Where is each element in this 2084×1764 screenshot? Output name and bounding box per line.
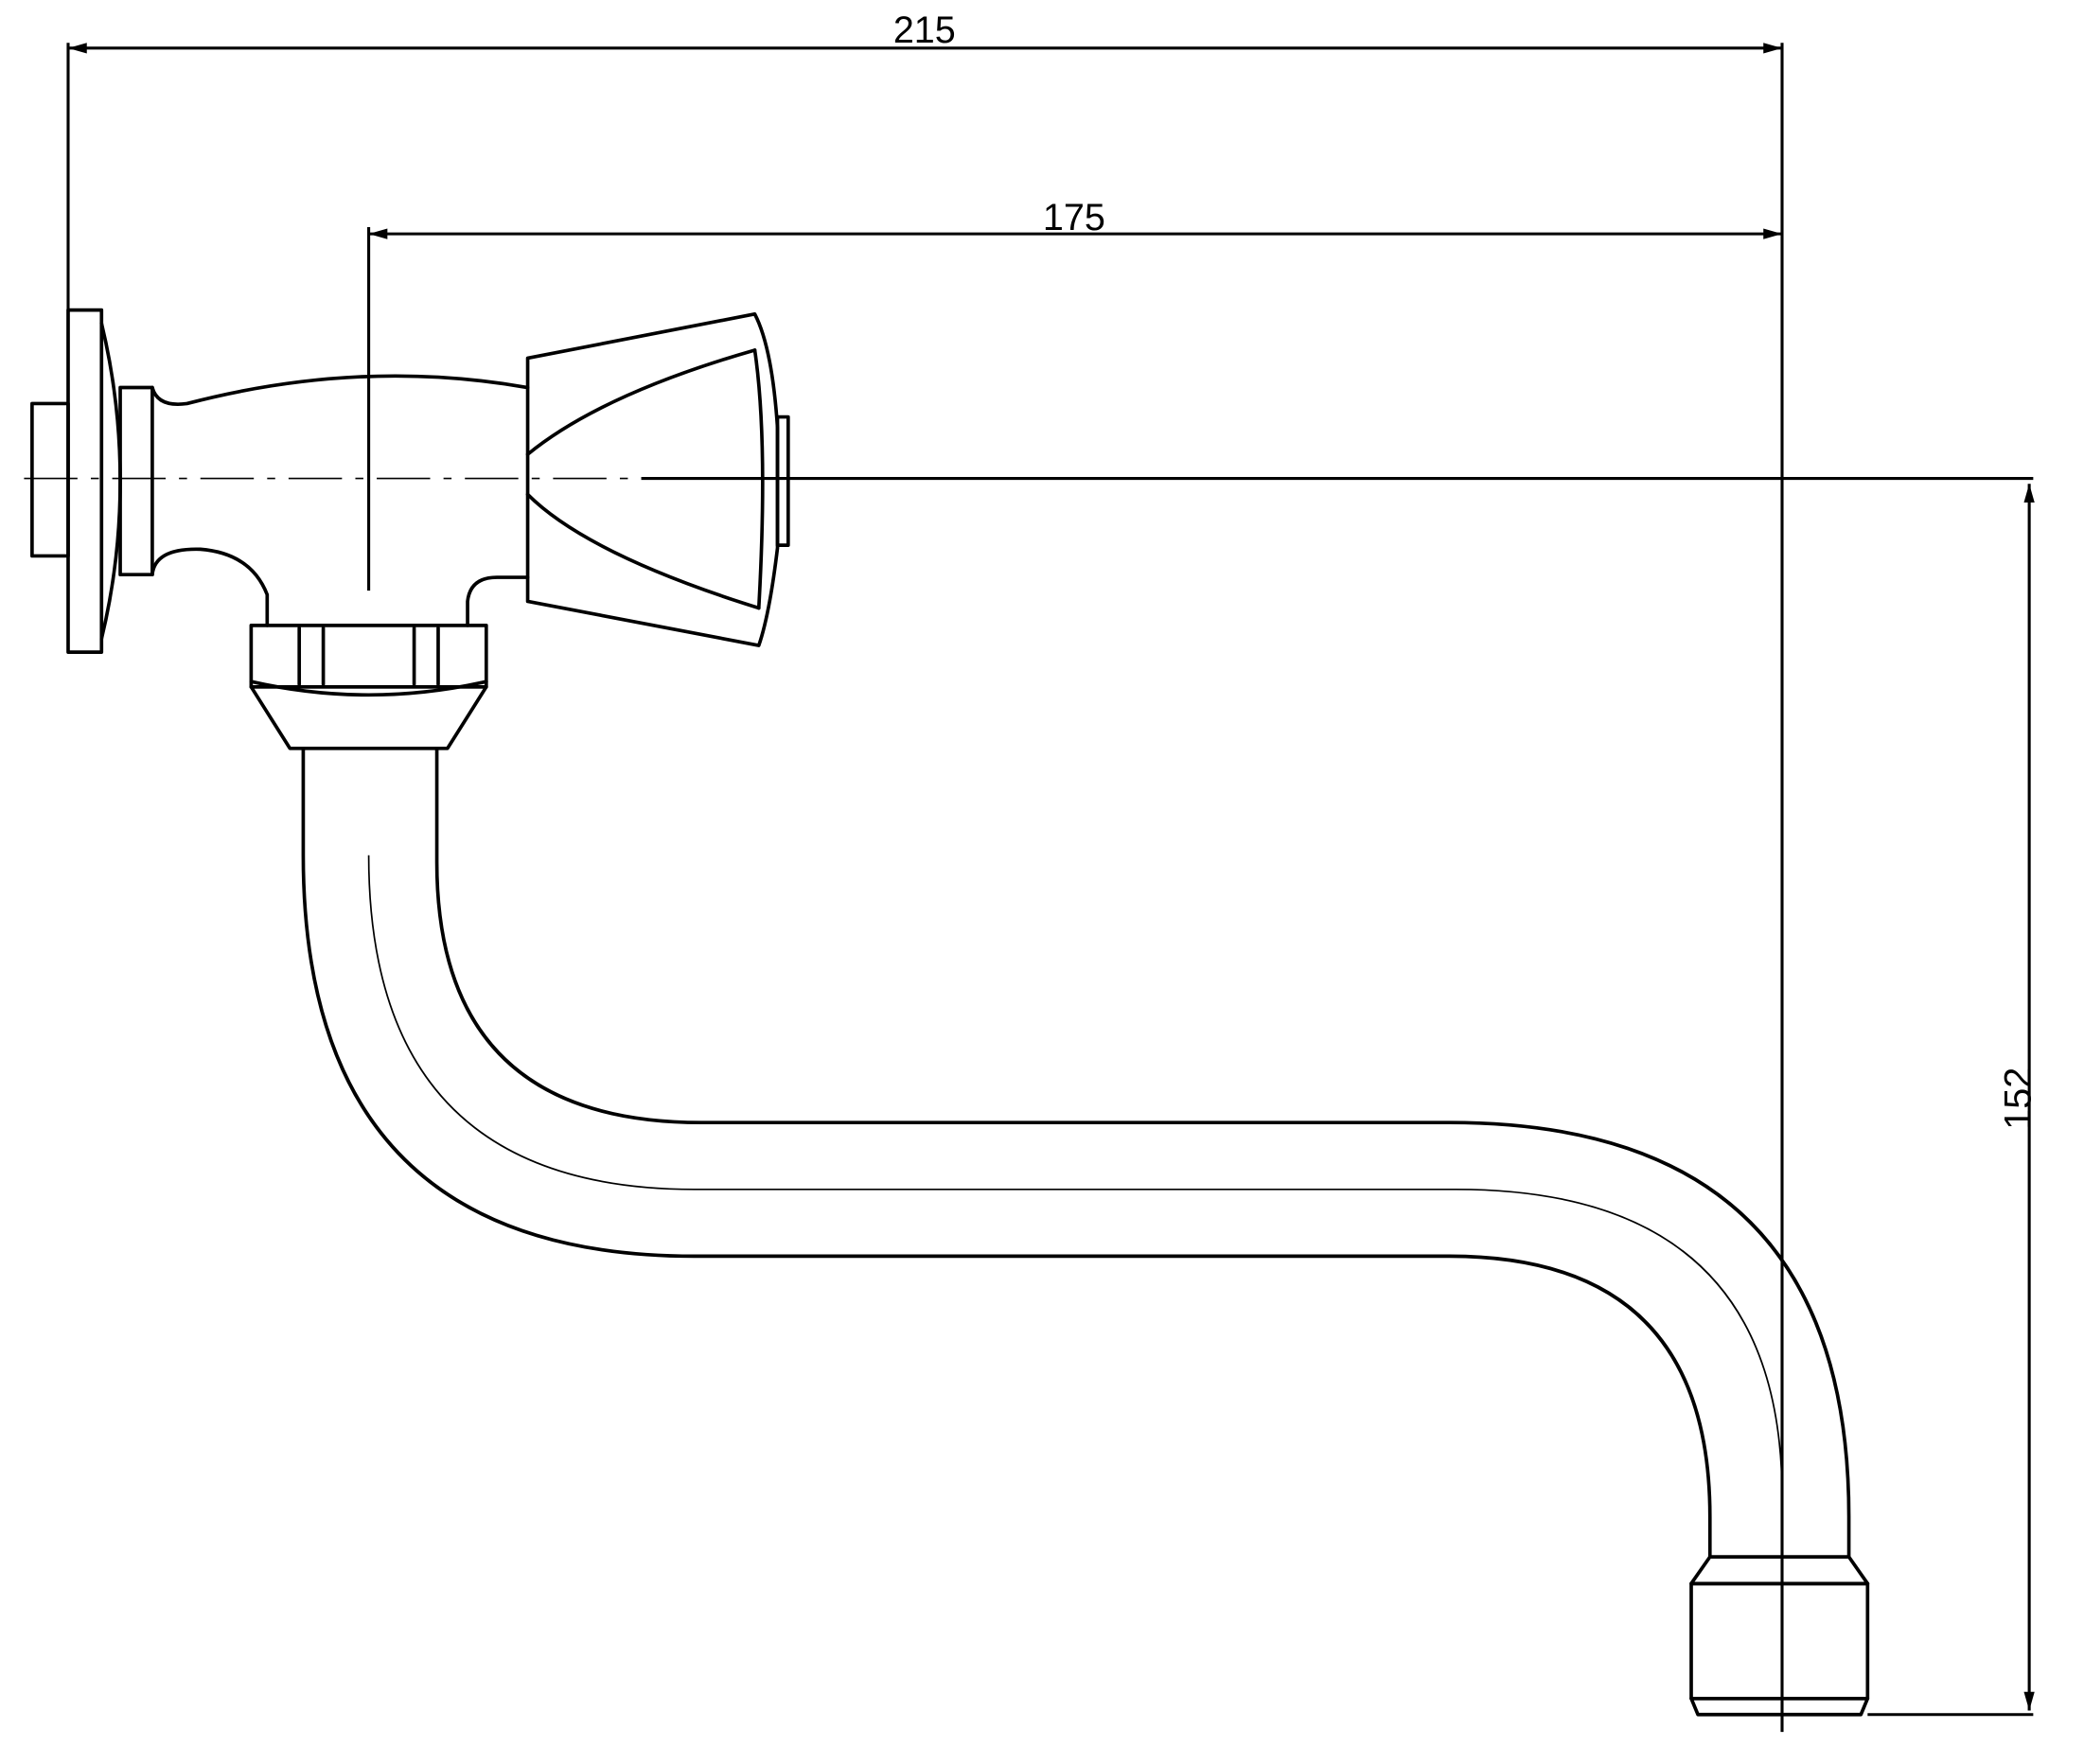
nut-chamfer bbox=[249, 684, 488, 750]
spout bbox=[301, 746, 1851, 1559]
aerator-body bbox=[1689, 1581, 1870, 1701]
body-bottom-right bbox=[466, 575, 530, 627]
spout-centerline bbox=[367, 855, 1783, 1497]
aerator-collar bbox=[1689, 1555, 1870, 1586]
arrow-left-icon bbox=[67, 43, 87, 54]
nut-arc bbox=[249, 679, 488, 697]
aerator bbox=[1689, 1555, 1870, 1717]
handle-facet-edge bbox=[752, 348, 765, 610]
arrow-up-icon bbox=[2023, 484, 2035, 503]
dimension-label-215: 215 bbox=[893, 9, 956, 51]
handle-facet-bottom bbox=[525, 492, 761, 610]
dimension-height: 152 bbox=[641, 476, 2040, 1717]
nut-faces bbox=[297, 626, 440, 686]
handle-cap bbox=[775, 415, 790, 547]
body-top-outline bbox=[150, 374, 530, 406]
arrow-right-icon bbox=[1763, 43, 1782, 54]
arrow-down-icon bbox=[2023, 1691, 2035, 1711]
nut-hex bbox=[249, 624, 488, 689]
spout-outer-edge bbox=[301, 746, 1712, 1559]
flange-curve bbox=[99, 321, 122, 641]
dimension-projection: 175 bbox=[367, 197, 1782, 591]
aerator-tip bbox=[1689, 1696, 1870, 1717]
handle bbox=[525, 312, 790, 647]
union-nut bbox=[249, 624, 488, 750]
arrow-right-icon bbox=[1763, 228, 1782, 239]
wall-connector bbox=[30, 308, 154, 654]
dimension-label-152: 152 bbox=[1998, 1067, 2040, 1130]
dimension-label-175: 175 bbox=[1043, 197, 1105, 238]
spout-inner-edge bbox=[434, 746, 1851, 1559]
collar bbox=[118, 385, 154, 577]
threaded-inlet bbox=[30, 401, 70, 558]
valve-body bbox=[150, 374, 530, 627]
wall-flange bbox=[66, 308, 104, 654]
body-bottom-left bbox=[150, 547, 270, 627]
arrow-left-icon bbox=[368, 228, 388, 239]
handle-facet-top bbox=[525, 348, 757, 456]
dimension-overall-length: 215 bbox=[66, 9, 1784, 1733]
